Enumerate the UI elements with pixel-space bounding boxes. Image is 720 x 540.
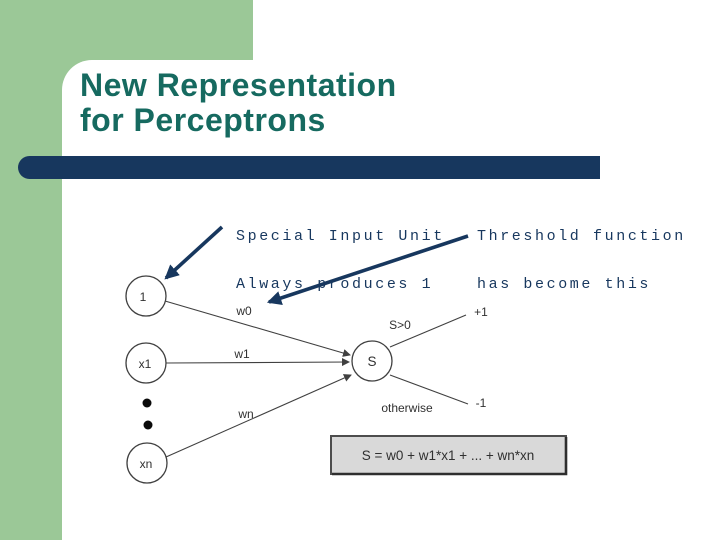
annotation-special-input-line2: Always produces 1 [236, 276, 434, 293]
node-xn-label: xn [140, 457, 153, 471]
edge-bias-to-sum [164, 300, 351, 357]
node-xn-circle [126, 442, 168, 484]
weight-w0-label: w0 [235, 304, 252, 318]
green-left-band [0, 0, 62, 540]
annotation-threshold-line2: has become this [477, 276, 652, 293]
accent-bar [18, 156, 600, 179]
callout-arrow-special-input [164, 225, 224, 280]
annotation-special-input-line1: Special Input Unit [236, 228, 445, 245]
callout-arrow-threshold [266, 234, 469, 305]
node-x1-circle [125, 342, 167, 384]
slide-title: New Representation for Perceptrons [80, 68, 397, 138]
slide-title-line1: New Representation [80, 67, 397, 103]
output-positive-label: +1 [474, 305, 488, 319]
edge-x1-to-sum [165, 358, 350, 367]
annotation-threshold: Threshold function has become this [477, 197, 686, 325]
formula-box-shadow [332, 437, 568, 476]
node-sum-circle [351, 340, 393, 382]
node-bias-circle [125, 275, 167, 317]
weight-w1-label: w1 [233, 347, 250, 361]
condition-positive-label: S>0 [389, 318, 411, 332]
formula-text: S = w0 + w1*x1 + ... + wn*xn [362, 448, 535, 463]
node-sum-label: S [367, 354, 376, 369]
weight-wn-label: wn [237, 407, 253, 421]
condition-negative-label: otherwise [381, 401, 433, 415]
node-x1-label: x1 [139, 357, 152, 371]
ellipsis-dot-2 [143, 420, 153, 430]
annotation-special-input: Special Input Unit Always produces 1 [236, 197, 445, 325]
slide-title-line2: for Perceptrons [80, 102, 326, 138]
annotation-threshold-line1: Threshold function [477, 228, 686, 245]
formula-box [330, 435, 567, 475]
edge-xn-to-sum [165, 374, 352, 458]
edge-sum-to-negative [389, 374, 469, 405]
node-bias-label: 1 [140, 290, 147, 304]
edge-sum-to-positive [389, 314, 467, 348]
output-negative-label: -1 [476, 396, 487, 410]
ellipsis-dot-1 [142, 398, 152, 408]
